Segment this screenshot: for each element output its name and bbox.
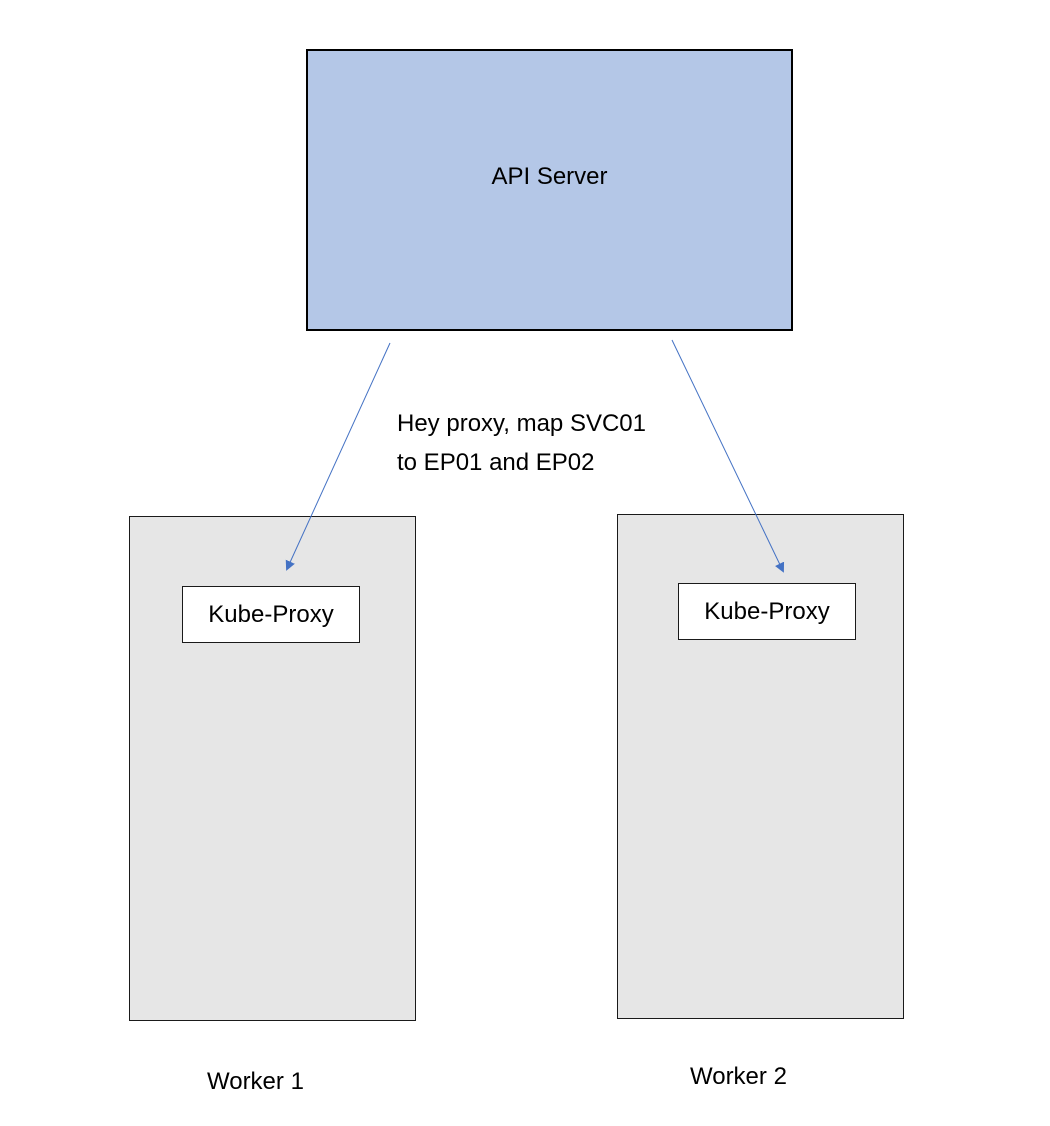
- arrow-annotation: Hey proxy, map SVC01 to EP01 and EP02: [397, 404, 646, 482]
- worker-2-kube-proxy: Kube-Proxy: [678, 583, 856, 640]
- kube-proxy-label: Kube-Proxy: [208, 600, 334, 628]
- worker-1-label: Worker 1: [207, 1068, 304, 1095]
- api-server-box: API Server: [306, 49, 793, 331]
- worker-1-kube-proxy: Kube-Proxy: [182, 586, 360, 643]
- kube-proxy-label: Kube-Proxy: [704, 597, 830, 625]
- worker-2-label: Worker 2: [690, 1063, 787, 1090]
- annotation-line-1: Hey proxy, map SVC01: [397, 410, 646, 437]
- annotation-line-2: to EP01 and EP02: [397, 449, 595, 476]
- api-server-label: API Server: [491, 163, 608, 190]
